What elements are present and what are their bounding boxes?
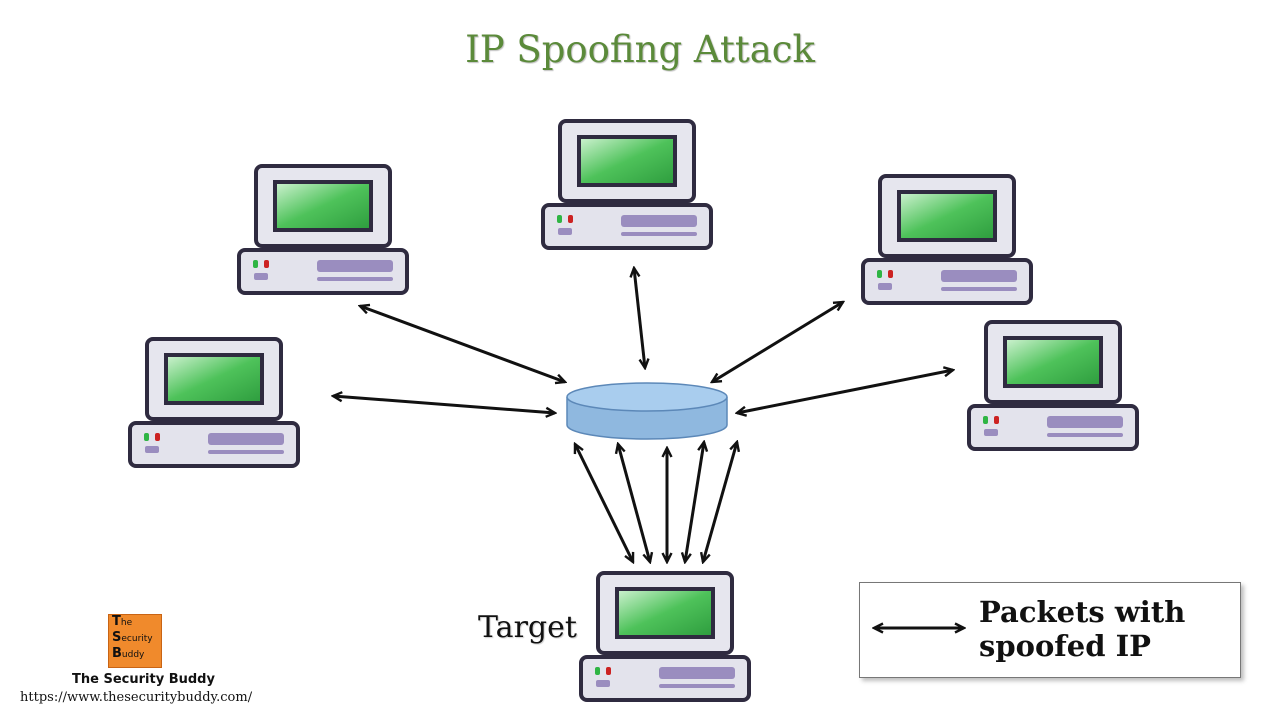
arrow-hub-topleft [360,306,565,382]
legend-text: Packets with spoofed IP [979,595,1229,663]
computer-topright [861,174,1033,305]
arrow-hub-left [333,396,555,413]
computer-right [967,320,1139,451]
arrow-hub-topright [712,302,843,382]
arrow-hub-target-4 [685,442,704,562]
legend-box: Packets with spoofed IP [859,582,1241,678]
tsb-logo: The Security Buddy [108,614,162,668]
logo-word-2: ecurity [121,634,153,644]
logo-letter-t: T [112,614,121,629]
arrow-hub-target-2 [618,444,650,562]
logo-letter-s: S [112,630,122,645]
arrow-hub-top [634,268,645,368]
legend-text-line-1: Packets with [979,595,1186,629]
computer-target [579,571,751,702]
logo-letter-b: B [112,646,122,661]
target-label: Target [478,610,577,645]
brand-url: https://www.thesecuritybuddy.com/ [20,690,253,705]
legend-text-line-2: spoofed IP [979,629,1151,663]
computer-left [128,337,300,468]
arrow-hub-target-5 [703,442,737,562]
computer-topleft [237,164,409,295]
legend-double-arrow-icon [870,613,970,643]
logo-word-3: uddy [121,650,145,660]
arrow-hub-right [737,370,953,413]
diagram-title: IP Spoofing Attack [465,28,815,71]
spoofed-packet-arrows [333,268,953,562]
logo-word-1: he [120,618,133,628]
network-hub [566,382,728,440]
computer-top [541,119,713,250]
brand-name: The Security Buddy [72,672,215,687]
